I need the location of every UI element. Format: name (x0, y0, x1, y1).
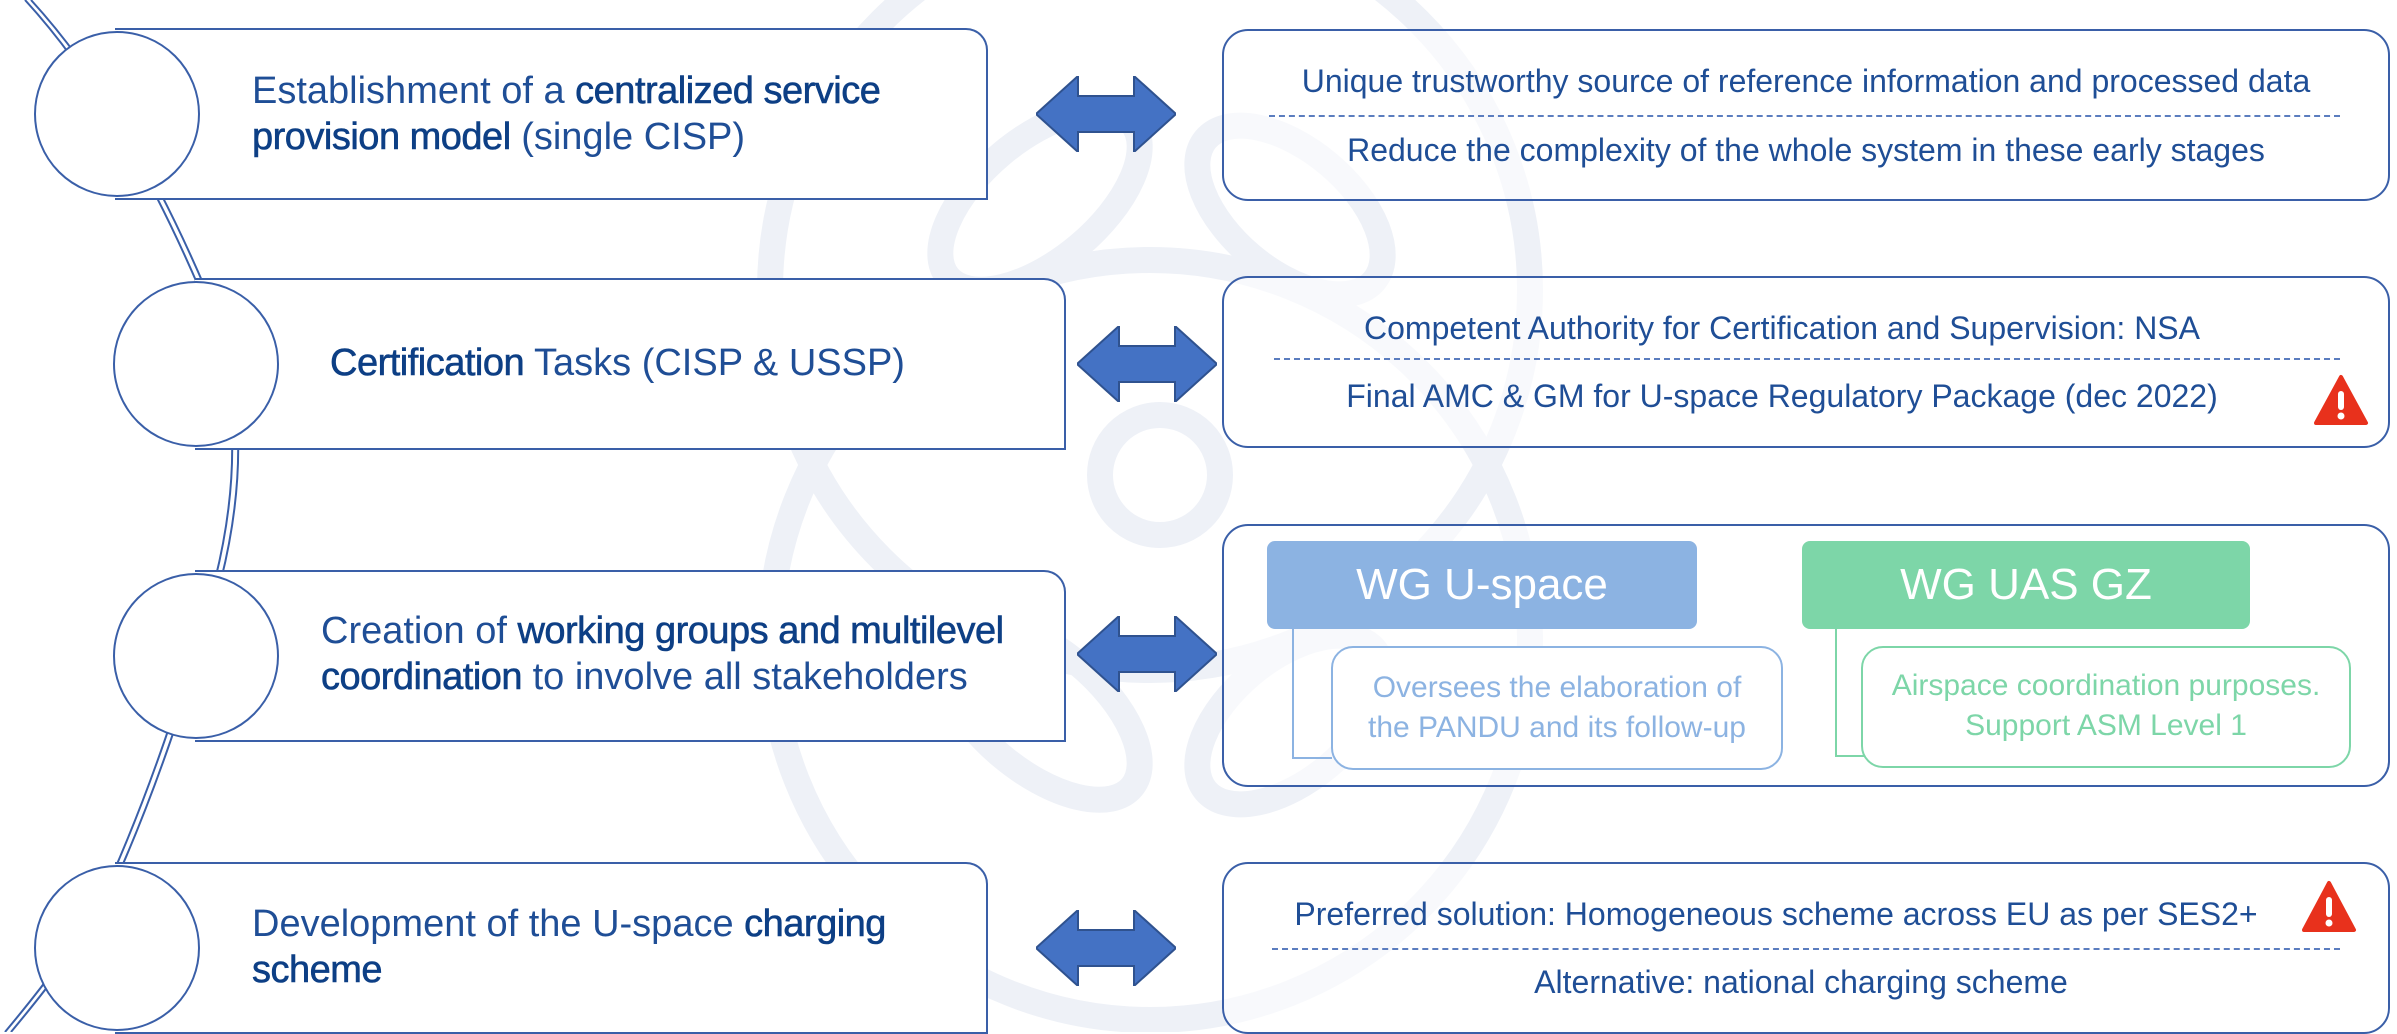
divider (1274, 358, 2340, 360)
double-arrow-icon (1036, 76, 1176, 152)
step-3-box (195, 570, 1066, 742)
double-arrow-icon (1077, 616, 1217, 692)
outcome-box-4: Preferred solution: Homogeneous scheme a… (1222, 862, 2390, 1034)
connector (1835, 629, 1865, 757)
step-2-text: Certification Tasks (CISP & USSP) (330, 342, 905, 385)
warning-icon (2314, 375, 2368, 425)
wg-uspace-description: Oversees the elaboration of the PANDU an… (1331, 646, 1783, 770)
outcome-2-line-1: Competent Authority for Certification an… (1364, 310, 2200, 346)
divider (1272, 948, 2340, 950)
outcome-1-line-2: Reduce the complexity of the whole syste… (1347, 132, 2265, 168)
outcome-box-3: WG U-space Oversees the elaboration of t… (1222, 524, 2390, 787)
divider (1269, 115, 2340, 117)
step-4-circle (34, 865, 200, 1031)
step-3-text: Creation of working groups and multileve… (321, 610, 1005, 699)
step-2-box (195, 278, 1066, 450)
warning-icon (2302, 881, 2356, 932)
step-1-circle (34, 31, 200, 197)
outcome-1-line-1: Unique trustworthy source of reference i… (1301, 63, 2311, 99)
outcome-2-line-2: Final AMC & GM for U-space Regulatory Pa… (1346, 378, 2218, 414)
outcome-4-line-2: Alternative: national charging scheme (1534, 964, 2068, 1000)
step-1-text: Establishment of a centralized service p… (252, 70, 881, 159)
connector (1292, 629, 1332, 759)
wg-uasgz-title: WG UAS GZ (1802, 541, 2250, 629)
outcome-box-2: Competent Authority for Certification an… (1222, 276, 2390, 448)
step-3-circle (113, 573, 279, 739)
wg-uasgz-description: Airspace coordination purposes. Support … (1861, 646, 2351, 768)
step-1-box (115, 28, 988, 200)
double-arrow-icon (1036, 910, 1176, 986)
outcome-box-1: Unique trustworthy source of reference i… (1222, 29, 2390, 201)
double-arrow-icon (1077, 326, 1217, 402)
step-2-circle (113, 281, 279, 447)
wg-uspace-title: WG U-space (1267, 541, 1697, 629)
outcome-4-line-1: Preferred solution: Homogeneous scheme a… (1294, 896, 2258, 932)
step-4-text: Development of the U-space charging sche… (252, 903, 887, 992)
step-4-box (115, 862, 988, 1034)
